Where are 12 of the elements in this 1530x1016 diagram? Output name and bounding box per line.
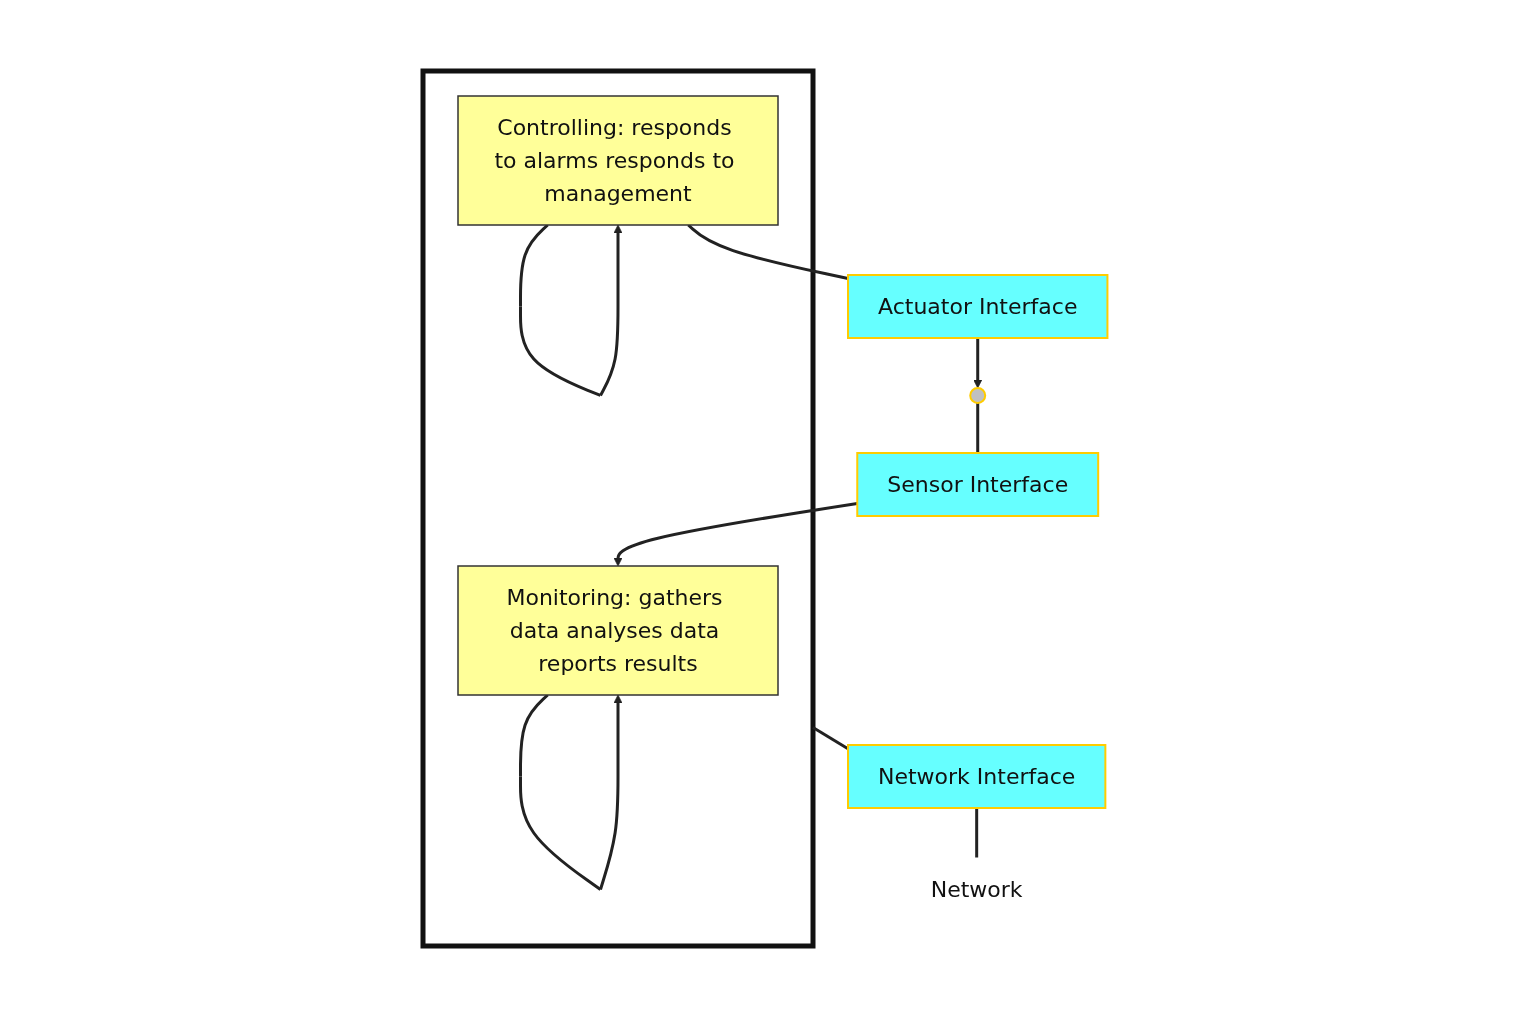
node-text: Network bbox=[930, 876, 1023, 902]
node-box: Controlling: responds to alarms responds to management bbox=[457, 94, 779, 226]
connector bbox=[974, 807, 978, 858]
node-box: Sensor Interface bbox=[856, 451, 1099, 517]
node-box: Monitoring: gathers data analyses data reports results bbox=[457, 564, 779, 696]
cluster bbox=[420, 68, 816, 948]
node-ellipse bbox=[969, 386, 986, 404]
node-box: Network Interface bbox=[846, 743, 1107, 809]
arrow bbox=[613, 501, 858, 566]
arrow bbox=[973, 337, 982, 388]
connector bbox=[976, 402, 979, 453]
node-box: Actuator Interface bbox=[846, 273, 1109, 339]
